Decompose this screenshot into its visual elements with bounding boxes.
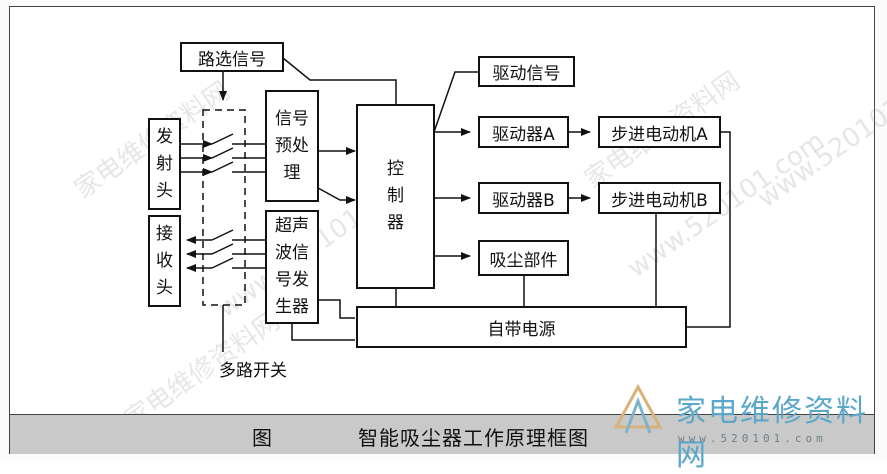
caption-fig-label: 图 [252, 426, 272, 450]
receiver-block: 接收头 [148, 215, 181, 307]
driver-a-block: 驱动器A [478, 116, 569, 148]
caption-bar [10, 414, 874, 454]
multiplexer-label: 多路开关 [219, 361, 287, 381]
receiver-label: 接收头 [156, 223, 173, 298]
motor-b-block: 步进电动机B [598, 182, 721, 214]
drive-signal-block: 驱动信号 [478, 56, 575, 87]
motor-a-block: 步进电动机A [598, 116, 721, 148]
figure-frame: 家电维修资料网 www.520101.com 家电维修资料网 www.52010… [9, 6, 887, 473]
site-logo-text: 家电维修资料网 [676, 394, 868, 473]
controller-block: 控制器 [356, 104, 435, 289]
controller-label: 控制器 [387, 159, 404, 233]
diagram-wires [180, 57, 731, 352]
vacuum-unit-block: 吸尘部件 [478, 240, 569, 276]
site-logo-url: www.520101.com [678, 432, 827, 445]
route-signal-block: 路选信号 [180, 42, 284, 72]
ultrasonic-generator-block: 超声波信号发生器 [265, 210, 319, 324]
ultrasonic-generator-label: 超声波信号发生器 [275, 216, 309, 317]
driver-b-block: 驱动器B [478, 182, 569, 214]
caption-title: 智能吸尘器工作原理框图 [358, 426, 589, 450]
power-supply-block: 自带电源 [356, 306, 687, 348]
transmitter-label: 发射头 [156, 126, 173, 201]
site-logo-icon [613, 383, 663, 434]
preprocess-label: 信号预处理 [275, 108, 309, 183]
transmitter-block: 发射头 [148, 118, 181, 210]
preprocess-block: 信号预处理 [265, 90, 319, 202]
